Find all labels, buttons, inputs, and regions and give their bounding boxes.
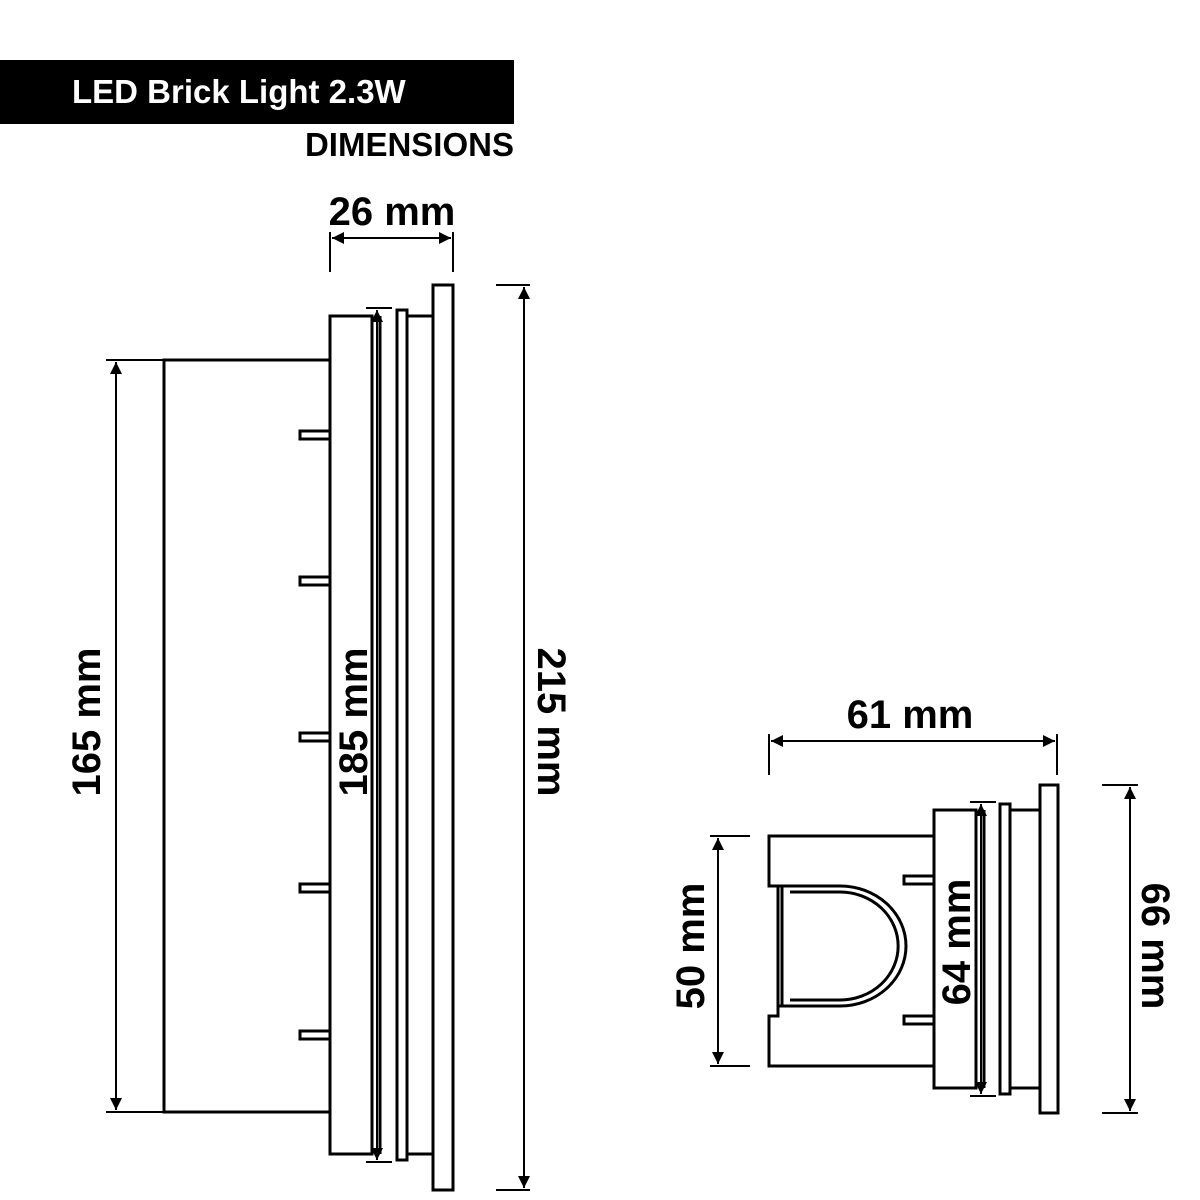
end-faceplate-height-label: 66 mm: [1133, 883, 1177, 1010]
faceplate-height-dimension: 215 mm: [496, 284, 573, 1191]
end-body-height-label: 50 mm: [669, 883, 713, 1010]
end-frame-height-label: 64 mm: [935, 879, 979, 1006]
end-faceplate-height-dimension: 66 mm: [1102, 784, 1177, 1114]
page-subtitle: DIMENSIONS: [304, 126, 514, 163]
end-body-height-dimension: 50 mm: [669, 835, 750, 1067]
body-height-label: 165 mm: [65, 648, 109, 797]
end-view: 61 mm 50 mm 64 mm: [669, 693, 1177, 1115]
body-height-dimension: 165 mm: [65, 359, 164, 1113]
width-dimension: 26 mm: [329, 190, 456, 272]
end-frame-height-dimension: 64 mm: [935, 801, 996, 1097]
faceplate-height-label: 215 mm: [529, 648, 573, 797]
page-title: LED Brick Light 2.3W: [72, 73, 406, 110]
lamp-body: [162, 283, 455, 1192]
frame-height-dimension: 185 mm: [332, 307, 392, 1163]
frame-height-label: 185 mm: [332, 648, 376, 797]
depth-label: 61 mm: [847, 693, 974, 737]
title-bar: LED Brick Light 2.3W: [0, 60, 514, 124]
depth-dimension: 61 mm: [768, 693, 1058, 775]
end-body: [767, 783, 1060, 1115]
side-view: 26 mm 165 mm: [65, 190, 573, 1192]
width-label: 26 mm: [329, 190, 456, 234]
